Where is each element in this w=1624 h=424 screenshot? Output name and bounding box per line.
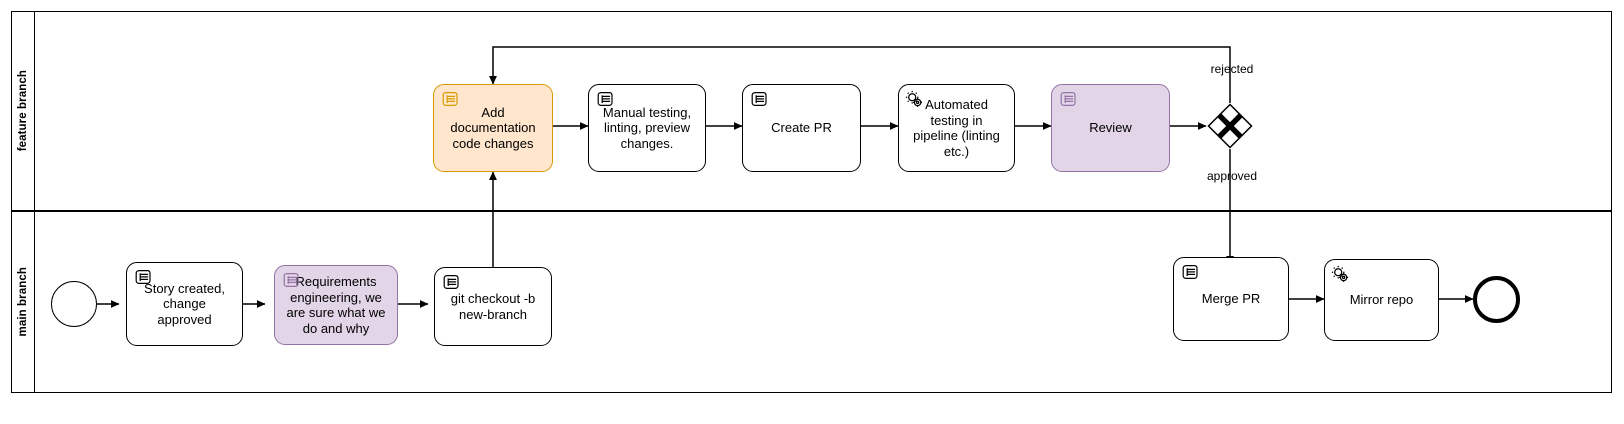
task-merge-pr[interactable]: Merge PR <box>1173 257 1289 341</box>
start-event[interactable] <box>51 281 97 327</box>
flow-gateway-rejected-to-add-docs <box>489 46 1231 103</box>
flow-label-rejected: rejected <box>1210 62 1254 76</box>
task-mirror-repo[interactable]: Mirror repo <box>1324 259 1439 341</box>
task-label-mirror-repo: Mirror repo <box>1349 292 1414 308</box>
task-requirements-engineering[interactable]: Requirements engineering, we are sure wh… <box>274 265 398 345</box>
task-label-merge-pr: Merge PR <box>1201 291 1261 307</box>
exclusive-gateway-review-decision[interactable] <box>1207 103 1253 149</box>
task-story-created[interactable]: Story created, change approved <box>126 262 243 346</box>
task-label-automated-testing: Automated testing in pipeline (linting e… <box>913 97 1000 159</box>
lane-feature-branch <box>11 11 1612 211</box>
manual-task-icon <box>749 90 769 110</box>
manual-task-icon <box>1058 90 1078 110</box>
task-automated-testing[interactable]: Automated testing in pipeline (linting e… <box>898 84 1015 172</box>
manual-task-icon <box>133 268 153 288</box>
end-event[interactable] <box>1473 276 1520 323</box>
task-label-git-checkout: git checkout -b new-branch <box>450 291 536 322</box>
task-label-create-pr: Create PR <box>771 120 832 136</box>
lane-header-feature-branch: feature branch <box>11 11 35 211</box>
task-label-story-created: Story created, change approved <box>144 280 225 327</box>
task-add-documentation[interactable]: Add documentation code changes <box>433 84 553 172</box>
task-label-review: Review <box>1089 120 1132 136</box>
task-git-checkout[interactable]: git checkout -b new-branch <box>434 267 552 346</box>
manual-task-icon <box>281 271 301 291</box>
manual-task-icon <box>440 90 460 110</box>
task-manual-testing[interactable]: Manual testing, linting, preview changes… <box>588 84 706 172</box>
task-review[interactable]: Review <box>1051 84 1170 172</box>
task-create-pr[interactable]: Create PR <box>742 84 861 172</box>
task-label-requirements-engineering: Requirements engineering, we are sure wh… <box>286 274 386 336</box>
flow-label-approved: approved <box>1206 169 1258 183</box>
manual-task-icon <box>595 90 615 110</box>
task-label-manual-testing: Manual testing, linting, preview changes… <box>602 104 692 151</box>
service-task-gear-icon <box>1331 265 1351 285</box>
manual-task-icon <box>441 273 461 293</box>
lane-header-main-branch: main branch <box>11 211 35 393</box>
lane-main-branch <box>11 211 1612 393</box>
manual-task-icon <box>1180 263 1200 283</box>
task-label-add-documentation: Add documentation code changes <box>450 104 536 151</box>
service-task-gear-icon <box>905 90 925 110</box>
